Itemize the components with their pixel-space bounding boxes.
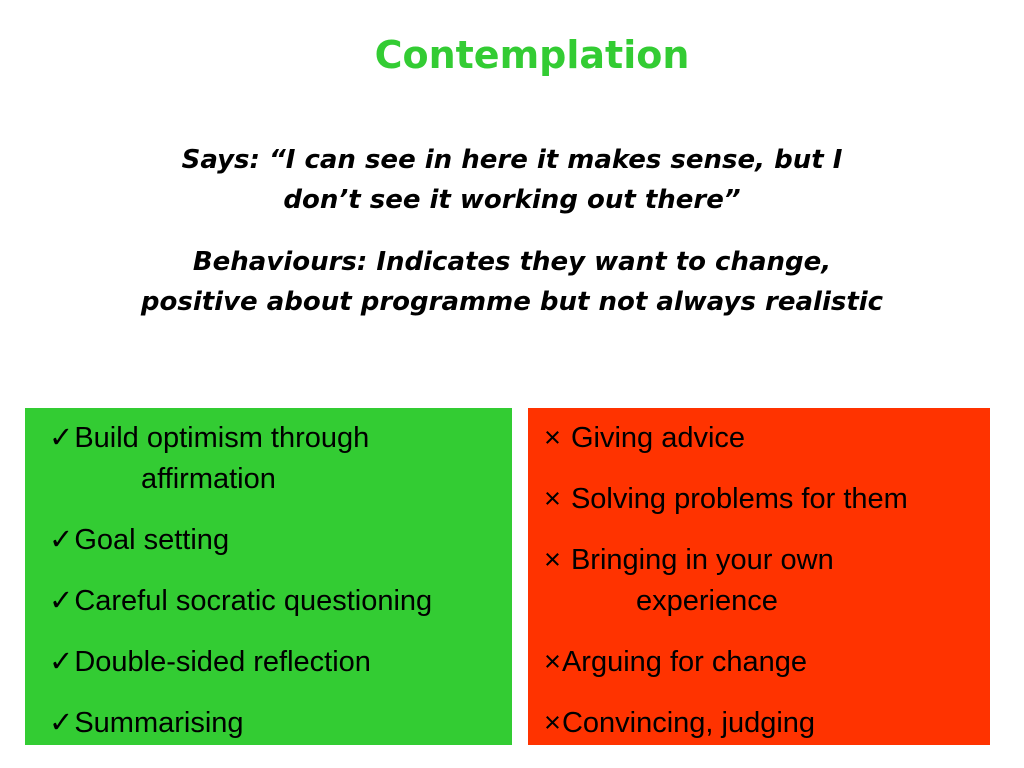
item-text-continued: affirmation <box>141 463 276 495</box>
check-icon: ✓ <box>49 707 74 739</box>
item-text: Giving advice <box>570 422 746 454</box>
item-text: Arguing for change <box>561 646 807 678</box>
says-line-2: don’t see it working out there” <box>283 185 741 215</box>
do-box: ✓Build optimism through affirmation ✓Goa… <box>25 408 512 745</box>
list-item: ×Convincing, judging <box>544 703 990 744</box>
item-text: Bringing in your own <box>570 544 834 576</box>
check-icon: ✓ <box>49 524 74 556</box>
check-icon: ✓ <box>49 422 74 454</box>
dont-list: × Giving advice × Solving problems for the… <box>544 418 990 744</box>
list-item: × Solving problems for them <box>544 479 990 520</box>
stage-description: Says: “I can see in here it makes sense,… <box>30 140 994 322</box>
list-item: ✓Careful socratic questioning <box>49 581 512 622</box>
item-text: Summarising <box>74 707 244 739</box>
check-icon: ✓ <box>49 585 74 617</box>
item-text: Convincing, judging <box>561 707 816 739</box>
says-quote: Says: “I can see in here it makes sense,… <box>30 140 994 220</box>
behaviours-line-2: positive about programme but not always … <box>140 287 884 317</box>
do-list: ✓Build optimism through affirmation ✓Goa… <box>49 418 512 744</box>
cross-icon: × <box>544 646 561 678</box>
check-icon: ✓ <box>49 646 74 678</box>
slide-title: Contemplation <box>374 33 690 77</box>
cross-icon: × <box>544 483 561 515</box>
dont-box: × Giving advice × Solving problems for the… <box>528 408 990 745</box>
behaviours-text: Behaviours: Indicates they want to chang… <box>30 242 994 322</box>
list-item: ✓Double-sided reflection <box>49 642 512 683</box>
says-line-1: Says: “I can see in here it makes sense,… <box>181 145 843 175</box>
item-text: Solving problems for them <box>570 483 908 515</box>
item-text: Goal setting <box>74 524 230 556</box>
list-item: ✓Build optimism through affirmation <box>49 418 512 500</box>
cross-icon: × <box>544 707 561 739</box>
list-item: ✓Goal setting <box>49 520 512 561</box>
item-text: Careful socratic questioning <box>74 585 433 617</box>
list-item: ✓Summarising <box>49 703 512 744</box>
list-item: × Bringing in your own experience <box>544 540 990 622</box>
behaviours-line-1: Behaviours: Indicates they want to chang… <box>192 247 832 277</box>
list-item: × Giving advice <box>544 418 990 459</box>
item-text-continued: experience <box>636 585 778 617</box>
cross-icon: × <box>544 544 561 576</box>
cross-icon: × <box>544 422 561 454</box>
item-text: Double-sided reflection <box>74 646 371 678</box>
item-text: Build optimism through <box>74 422 370 454</box>
list-item: ×Arguing for change <box>544 642 990 683</box>
